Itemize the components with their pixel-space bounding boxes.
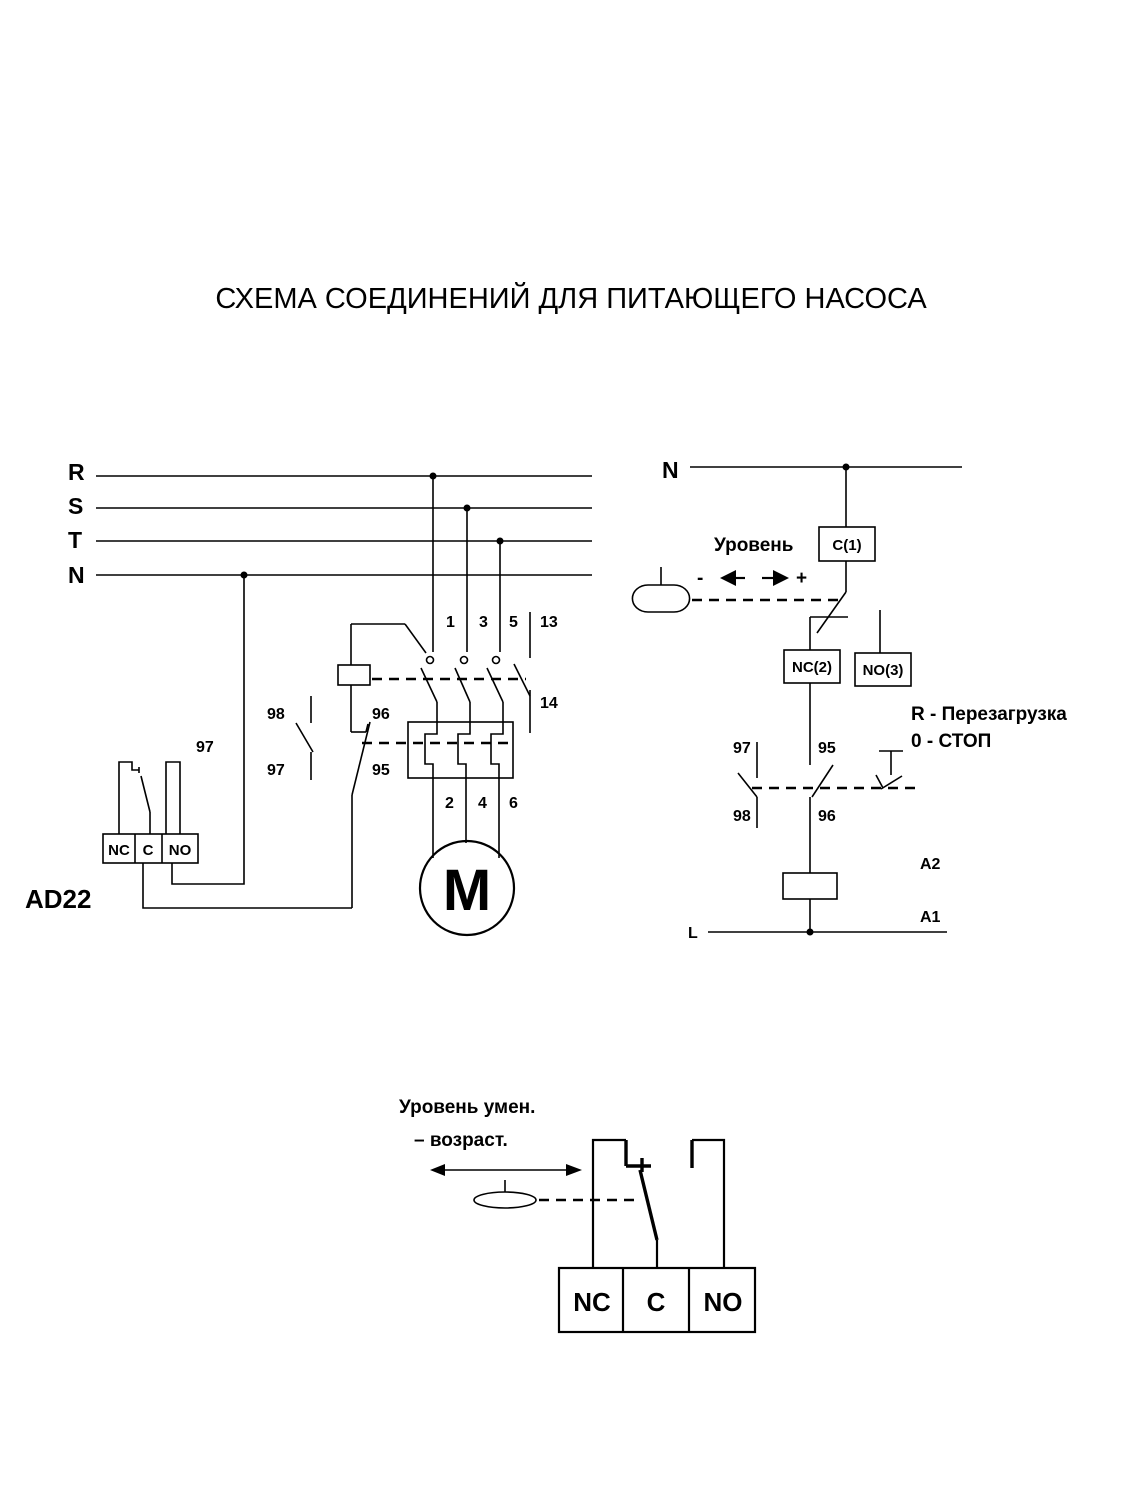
relay-95-label: 95 — [372, 762, 390, 779]
page-title: СХЕМА СОЕДИНЕНИЙ ДЛЯ ПИТАЮЩЕГО НАСОСА — [215, 281, 927, 315]
coil-a1-label: A1 — [920, 909, 941, 926]
reset-contact-blade — [880, 775, 903, 790]
level-label: Уровень — [714, 535, 793, 556]
terminal-2-label: 2 — [445, 795, 454, 812]
detail-terminal-c: C — [647, 1287, 666, 1317]
detail-switch-blade — [638, 1169, 659, 1241]
detail-level-line1: Уровень умен. — [399, 1097, 535, 1118]
detail-arrow-left-icon — [430, 1164, 445, 1176]
contact-97-98-blade — [737, 772, 758, 798]
level-minus-sign: - — [697, 568, 703, 589]
control-circuit: N C(1) Уровень - + NC(2) NO(3) R - Перез… — [631, 457, 1067, 942]
detail-arrow-right-icon — [566, 1164, 582, 1176]
contact-terminal-5 — [491, 655, 501, 665]
detail-nc-wire — [591, 1138, 626, 1268]
bus-label-s: S — [68, 493, 83, 519]
detail-level-line2: – возраст. — [414, 1130, 508, 1151]
legend-reset: R - Перезагрузка — [911, 704, 1067, 725]
terminal-1-label: 1 — [446, 614, 455, 631]
motor-symbol — [418, 839, 516, 937]
relay-nc-top-stub — [365, 723, 369, 733]
contactor-blade-3 — [454, 667, 471, 703]
terminal-nc2-label: NC(2) — [792, 659, 832, 676]
level-switch-blade — [816, 591, 847, 634]
relay-98-label: 98 — [267, 706, 285, 723]
bus-label-n: N — [68, 562, 85, 588]
coil-wire-diag — [404, 623, 427, 654]
line-l-label: L — [688, 925, 698, 942]
aux-13-label: 13 — [540, 614, 558, 631]
line-l-junction — [806, 928, 814, 936]
contact-terminal-1 — [425, 655, 435, 665]
ad22-c-to-relay — [142, 863, 352, 909]
float-icon — [631, 584, 691, 613]
ad22-no-to-neutral — [171, 575, 245, 885]
thermal-heater-1 — [424, 722, 438, 778]
ad22-switch-blade — [140, 775, 151, 813]
terminal-6-label: 6 — [509, 795, 518, 812]
control-coil — [782, 872, 838, 900]
control-96-label: 96 — [818, 808, 836, 825]
relay-96-label: 96 — [372, 706, 390, 723]
detail-float-icon — [473, 1191, 537, 1209]
contact-95-96-blade — [811, 764, 834, 798]
relay-97-label: 97 — [267, 762, 285, 779]
ad22-97-label: 97 — [196, 739, 214, 756]
terminal-no3-box — [854, 652, 912, 687]
motor-label: M — [443, 858, 491, 923]
contactor-blade-1 — [420, 667, 438, 703]
contact-terminal-3 — [459, 655, 469, 665]
power-circuit: R S T N 1 3 5 13 14 — [25, 459, 592, 937]
legend-stop: 0 - СТОП — [911, 731, 991, 752]
control-97-label: 97 — [733, 740, 751, 757]
terminal-5-label: 5 — [509, 614, 518, 631]
ad22-nc-wire — [118, 761, 139, 834]
aux-contact-blade — [513, 663, 531, 697]
terminal-c1-box — [818, 526, 876, 562]
detail-terminal-nc: NC — [573, 1287, 611, 1317]
control-95-label: 95 — [818, 740, 836, 757]
terminal-3-label: 3 — [479, 614, 488, 631]
detail-switch: Уровень умен. – возраст. NC C NO — [399, 1097, 757, 1334]
terminal-4-label: 4 — [478, 795, 487, 812]
control-98-label: 98 — [733, 808, 751, 825]
control-neutral-label: N — [662, 457, 679, 483]
detail-terminal-block — [557, 1266, 757, 1334]
arrow-left-icon — [720, 570, 736, 586]
aux-14-label: 14 — [540, 695, 558, 712]
coil-a2-label: A2 — [920, 856, 941, 873]
thermal-relay-box — [407, 721, 514, 779]
bus-label-t: T — [68, 527, 82, 553]
level-plus-sign: + — [796, 568, 807, 589]
contactor-blade-5 — [486, 667, 504, 703]
detail-no-wire — [692, 1138, 726, 1268]
ad22-terminal-nc: NC — [108, 842, 130, 859]
bus-label-r: R — [68, 459, 85, 485]
terminal-nc2-box — [783, 649, 841, 684]
thermal-heater-2 — [457, 722, 471, 778]
ad22-device-label: AD22 — [25, 884, 91, 914]
relay-nc-blade — [351, 721, 371, 796]
terminal-no3-label: NO(3) — [863, 662, 904, 679]
ad22-terminal-c: C — [143, 842, 154, 859]
contactor-coil — [337, 664, 371, 686]
relay-no-blade — [295, 722, 314, 753]
thermal-heater-3 — [490, 722, 504, 778]
ad22-no-wire — [165, 761, 181, 834]
terminal-c1-label: C(1) — [832, 537, 861, 554]
ad22-terminal-no: NO — [169, 842, 192, 859]
detail-terminal-no: NO — [704, 1287, 743, 1317]
reset-contact-left — [875, 774, 884, 789]
arrow-right-icon — [773, 570, 789, 586]
